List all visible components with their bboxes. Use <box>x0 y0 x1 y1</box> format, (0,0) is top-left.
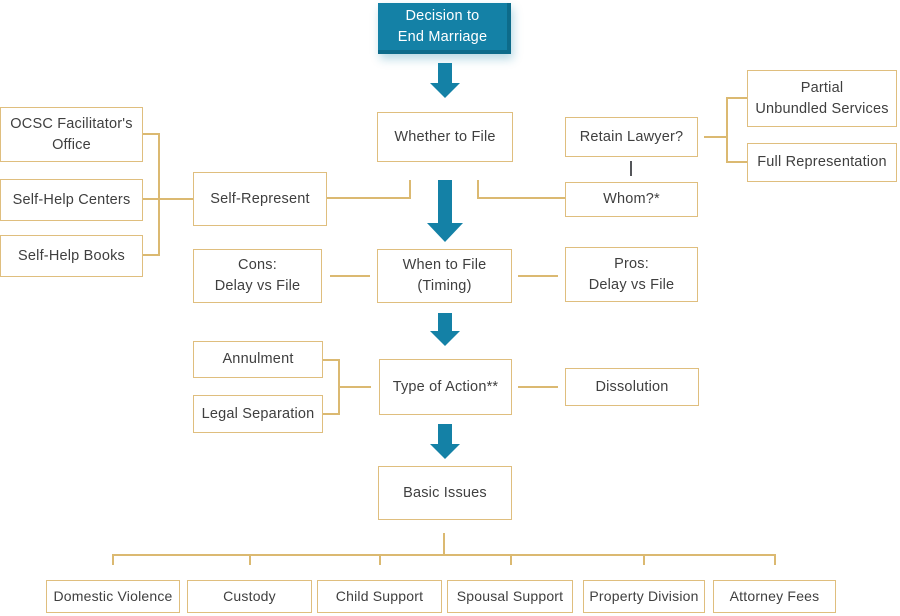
connector-stub-child-support <box>379 554 381 565</box>
arrow-head-icon <box>430 83 460 98</box>
connector-stub-property-division <box>643 554 645 565</box>
connector-basic-issues-down <box>443 533 445 556</box>
node-child-support: Child Support <box>317 580 442 613</box>
connector-right-bracket-vertical <box>726 97 728 163</box>
node-dissolution: Dissolution <box>565 368 699 406</box>
connector-retain-to-whom-gray <box>630 161 632 176</box>
node-full-representation: Full Representation <box>747 143 897 182</box>
connector-stub-spousal-support <box>510 554 512 565</box>
node-legal-separation: Legal Separation <box>193 395 323 433</box>
connector-to-partial <box>726 97 747 99</box>
node-pros-delay-vs-file: Pros: Delay vs File <box>565 247 698 302</box>
connector-when-to-pros <box>518 275 558 277</box>
flow-arrow-down-1 <box>430 63 460 98</box>
node-property-division: Property Division <box>583 580 705 613</box>
connector-annulment-stub <box>323 359 340 361</box>
connector-stub-attorney-fees <box>774 554 776 565</box>
connector-type-to-dissolution <box>518 386 558 388</box>
arrow-shaft <box>438 424 452 444</box>
arrow-head-icon <box>430 444 460 459</box>
flow-arrow-down-4 <box>430 424 460 459</box>
node-annulment: Annulment <box>193 341 323 378</box>
node-basic-issues: Basic Issues <box>378 466 512 520</box>
connector-ocsc-stub <box>143 133 160 135</box>
connector-bracket-to-type <box>338 386 371 388</box>
node-retain-lawyer: Retain Lawyer? <box>565 117 698 157</box>
connector-to-whom <box>477 197 565 199</box>
arrow-head-icon <box>427 223 463 242</box>
node-spousal-support: Spousal Support <box>447 580 573 613</box>
connector-self-represent-right <box>327 197 411 199</box>
connector-centers-to-self-represent <box>143 198 193 200</box>
node-custody: Custody <box>187 580 312 613</box>
node-partial-unbundled-services: Partial Unbundled Services <box>747 70 897 127</box>
node-self-help-books: Self-Help Books <box>0 235 143 277</box>
flow-arrow-down-3 <box>430 313 460 346</box>
node-decision-to-end-marriage: Decision to End Marriage <box>378 3 511 54</box>
node-ocsc-facilitators-office: OCSC Facilitator's Office <box>0 107 143 162</box>
connector-bottom-distribution <box>112 554 776 556</box>
connector-retain-right <box>704 136 728 138</box>
flow-arrow-down-2 <box>427 180 463 242</box>
arrow-head-icon <box>430 331 460 346</box>
node-whom: Whom?* <box>565 182 698 217</box>
arrow-shaft <box>438 180 452 223</box>
connector-books-stub <box>143 254 160 256</box>
connector-cons-to-when <box>330 275 370 277</box>
node-domestic-violence: Domestic Violence <box>46 580 180 613</box>
connector-self-represent-elbow <box>409 180 411 199</box>
connector-to-full <box>726 161 747 163</box>
node-whether-to-file: Whether to File <box>377 112 513 162</box>
arrow-shaft <box>438 313 452 331</box>
arrow-shaft <box>438 63 452 83</box>
connector-legal-separation-stub <box>323 413 340 415</box>
node-when-to-file: When to File (Timing) <box>377 249 512 303</box>
node-cons-delay-vs-file: Cons: Delay vs File <box>193 249 322 303</box>
connector-stub-domestic-violence <box>112 554 114 565</box>
connector-left-bracket-vertical <box>158 133 160 256</box>
node-self-represent: Self-Represent <box>193 172 327 226</box>
node-self-help-centers: Self-Help Centers <box>0 179 143 221</box>
connector-whom-elbow <box>477 180 479 199</box>
node-type-of-action: Type of Action** <box>379 359 512 415</box>
node-attorney-fees: Attorney Fees <box>713 580 836 613</box>
connector-stub-custody <box>249 554 251 565</box>
